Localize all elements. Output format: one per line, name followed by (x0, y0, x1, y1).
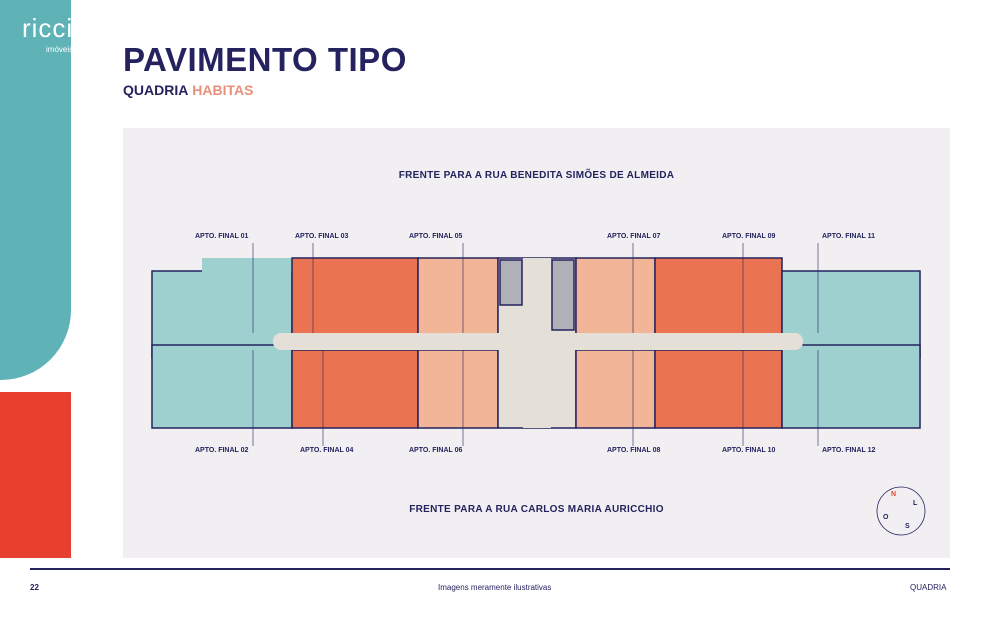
floor-plan (151, 243, 926, 536)
subtitle-a: QUADRIA (123, 82, 189, 98)
apt-08 (575, 349, 656, 429)
apt-label: APTO. FINAL 09 (722, 233, 776, 240)
apt-label: APTO. FINAL 01 (195, 233, 249, 240)
apt-label: APTO. FINAL 11 (822, 233, 876, 240)
core-hall (523, 258, 551, 428)
teal-decor (0, 0, 71, 380)
logo: ricci (22, 13, 74, 43)
apt-label: APTO. FINAL 06 (409, 447, 463, 454)
red-decor (0, 392, 71, 558)
apt-04 (291, 349, 419, 429)
page-subtitle: QUADRIA HABITAS (123, 82, 253, 98)
apt-label: APTO. FINAL 03 (295, 233, 349, 240)
apt-label: APTO. FINAL 07 (607, 233, 661, 240)
apt-label: APTO. FINAL 04 (300, 447, 354, 454)
apt-label: APTO. FINAL 02 (195, 447, 249, 454)
footer-note: Imagens meramente ilustrativas (438, 583, 552, 592)
compass-s: S (905, 523, 910, 530)
apt-11 (781, 270, 921, 359)
elevator (499, 259, 523, 306)
front-bottom-label: FRENTE PARA A RUA CARLOS MARIA AURICCHIO (409, 504, 664, 515)
footer-divider (30, 568, 950, 570)
compass-icon (876, 486, 926, 536)
compass-l: L (913, 500, 918, 507)
compass-o: O (883, 514, 889, 521)
apt-12 (781, 344, 921, 429)
logo-tagline: imóveis (46, 45, 74, 54)
front-top-label: FRENTE PARA A RUA BENEDITA SIMÕES DE ALM… (398, 170, 675, 181)
apt-label: APTO. FINAL 08 (607, 447, 661, 454)
apt-label: APTO. FINAL 12 (822, 447, 876, 454)
apt-label: APTO. FINAL 10 (722, 447, 776, 454)
leader-lines (252, 243, 819, 446)
apt-10 (654, 349, 783, 429)
apt-02 (151, 344, 293, 429)
footer-brand: QUADRIA (910, 583, 947, 592)
page-title: PAVIMENTO TIPO (123, 41, 407, 78)
compass-n: N (891, 491, 897, 498)
elevator (551, 259, 575, 331)
subtitle-b: HABITAS (192, 82, 254, 98)
floor-plan-panel: FRENTE PARA A RUA BENEDITA SIMÕES DE ALM… (123, 128, 950, 558)
page-number: 22 (30, 583, 39, 592)
apt-06 (417, 349, 499, 429)
apt-label: APTO. FINAL 05 (409, 233, 463, 240)
